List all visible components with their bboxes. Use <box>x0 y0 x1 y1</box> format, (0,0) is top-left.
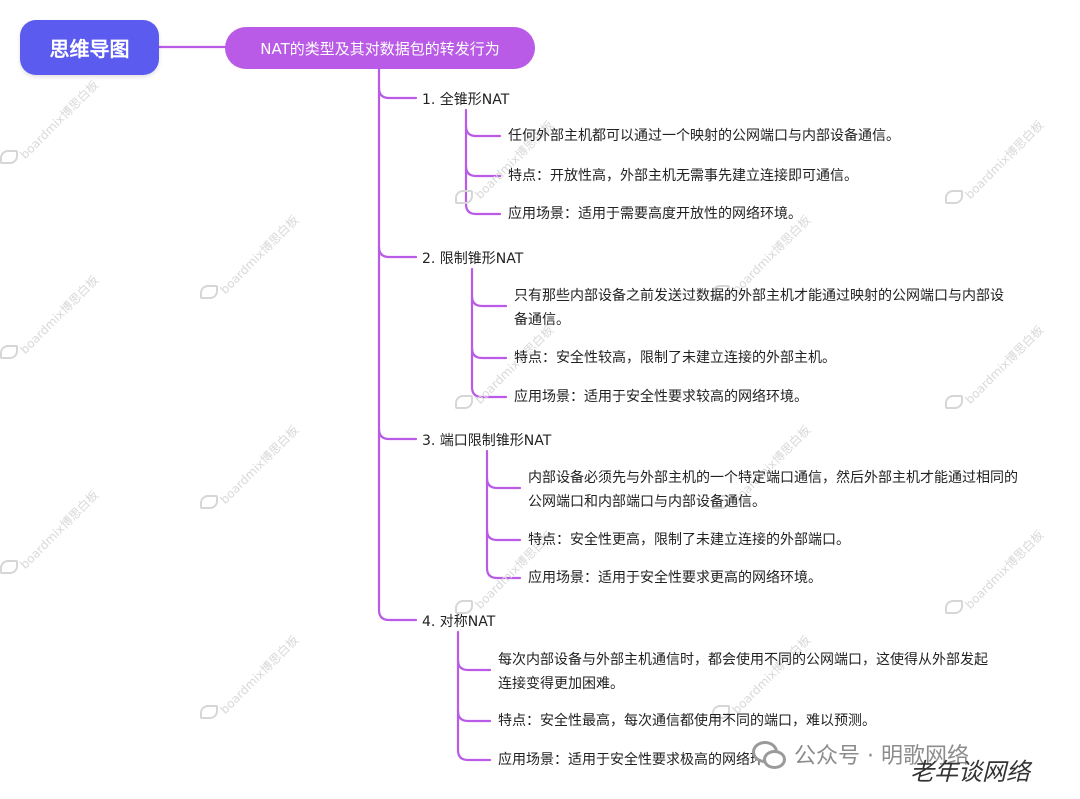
connector-line <box>377 245 418 259</box>
leaf-text-line: 应用场景：适用于安全性要求较高的网络环境。 <box>514 389 808 405</box>
leaf-text-line: 特点：安全性最高，每次通信都使用不同的端口，难以预测。 <box>498 713 876 729</box>
leaf-text-line: 内部设备必须先与外部主机的一个特定端口通信，然后外部主机才能通过相同的 <box>528 470 1018 486</box>
leaf-node[interactable]: 应用场景：适用于安全性要求极高的网络环境。 <box>498 748 792 772</box>
leaf-node[interactable]: 内部设备必须先与外部主机的一个特定端口通信，然后外部主机才能通过相同的公网端口和… <box>528 466 1018 514</box>
leaf-node[interactable]: 特点：安全性最高，每次通信都使用不同的端口，难以预测。 <box>498 709 876 733</box>
leaf-text-line: 特点：安全性较高，限制了未建立连接的外部主机。 <box>514 350 836 366</box>
leaf-node[interactable]: 只有那些内部设备之前发送过数据的外部主机才能通过映射的公网端口与内部设备通信。 <box>514 284 1004 332</box>
leaf-text-line: 应用场景：适用于安全性要求极高的网络环境。 <box>498 752 792 768</box>
connector-line <box>377 427 418 441</box>
connector-line <box>377 86 418 100</box>
leaf-node[interactable]: 应用场景：适用于安全性要求较高的网络环境。 <box>514 385 808 409</box>
connector-line <box>470 267 508 399</box>
connector-line <box>485 449 522 580</box>
connector-line <box>464 108 502 216</box>
leaf-text-line: 只有那些内部设备之前发送过数据的外部主机才能通过映射的公网端口与内部设 <box>514 288 1004 304</box>
leaf-text-line: 应用场景：适用于需要高度开放性的网络环境。 <box>508 206 802 222</box>
leaf-node[interactable]: 应用场景：适用于安全性要求更高的网络环境。 <box>528 566 822 590</box>
connector-line <box>456 630 492 762</box>
leaf-text-line: 备通信。 <box>514 312 570 328</box>
leaf-text-line: 连接变得更加困难。 <box>498 676 624 692</box>
leaf-text-line: 特点：安全性更高，限制了未建立连接的外部端口。 <box>528 532 850 548</box>
connector-line <box>456 658 492 672</box>
root-node[interactable]: 思维导图 <box>20 20 159 75</box>
credit-author: 老年谈网络 <box>910 758 1030 786</box>
connector-line <box>464 164 502 178</box>
connector-line <box>470 294 508 308</box>
leaf-node[interactable]: 应用场景：适用于需要高度开放性的网络环境。 <box>508 202 802 226</box>
leaf-text-line: 每次内部设备与外部主机通信时，都会使用不同的公网端口，这使得从外部发起 <box>498 652 988 668</box>
connector-line <box>470 346 508 360</box>
leaf-text-line: 任何外部主机都可以通过一个映射的公网端口与内部设备通信。 <box>508 128 900 144</box>
branch-label[interactable]: 1. 全锥形NAT <box>422 92 510 108</box>
connector-line <box>464 124 502 138</box>
leaf-text-line: 特点：开放性高，外部主机无需事先建立连接即可通信。 <box>508 168 858 184</box>
leaf-node[interactable]: 特点：安全性更高，限制了未建立连接的外部端口。 <box>528 528 850 552</box>
topic-node[interactable]: NAT的类型及其对数据包的转发行为 <box>225 27 535 69</box>
connector-line <box>485 528 522 542</box>
leaf-text-line: 应用场景：适用于安全性要求更高的网络环境。 <box>528 570 822 586</box>
leaf-node[interactable]: 特点：开放性高，外部主机无需事先建立连接即可通信。 <box>508 164 858 188</box>
leaf-text-line: 公网端口和内部端口与内部设备通信。 <box>528 494 766 510</box>
leaf-node[interactable]: 特点：安全性较高，限制了未建立连接的外部主机。 <box>514 346 836 370</box>
connector-line <box>377 67 418 622</box>
branch-label[interactable]: 4. 对称NAT <box>422 614 496 630</box>
leaf-node[interactable]: 每次内部设备与外部主机通信时，都会使用不同的公网端口，这使得从外部发起连接变得更… <box>498 648 988 696</box>
connector-line <box>456 709 492 723</box>
connector-line <box>485 476 522 490</box>
leaf-node[interactable]: 任何外部主机都可以通过一个映射的公网端口与内部设备通信。 <box>508 124 900 148</box>
branch-label[interactable]: 3. 端口限制锥形NAT <box>422 433 552 449</box>
branch-label[interactable]: 2. 限制锥形NAT <box>422 251 524 267</box>
